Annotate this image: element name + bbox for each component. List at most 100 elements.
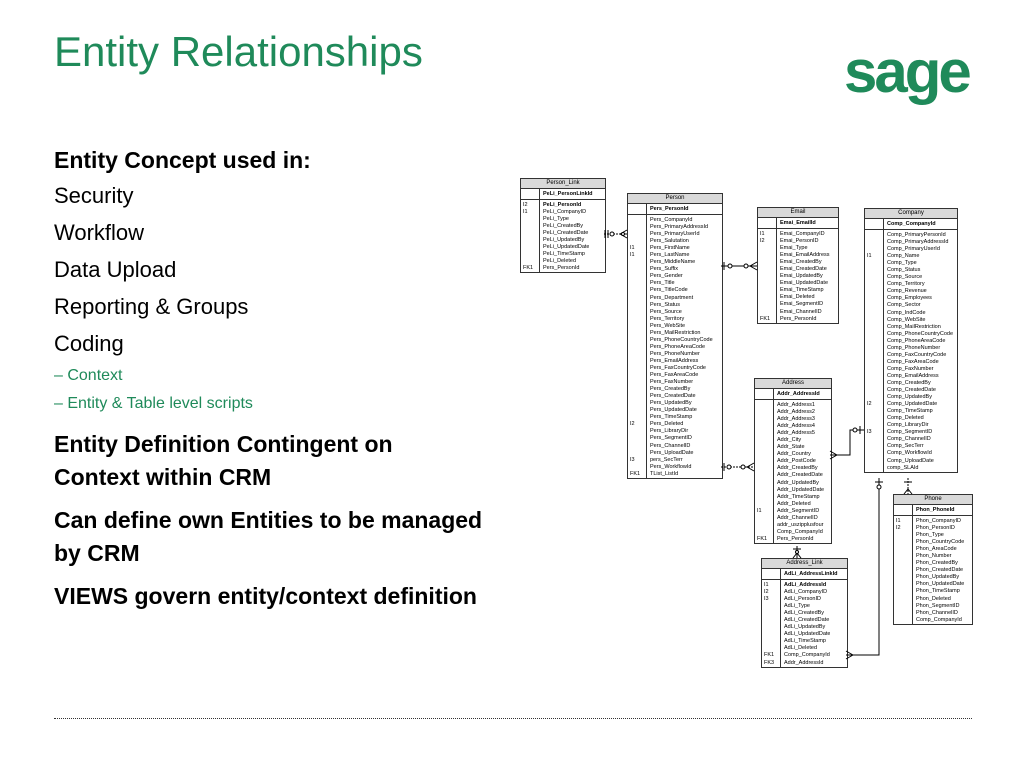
entity-field-key [628,344,646,351]
entity-field: Comp_PrimaryUserId [887,246,940,253]
entity-field-key [628,217,646,224]
entity-field: Emai_TimeStamp [780,287,824,294]
entity-field-key [865,450,883,457]
entity-field: Pers_PrimaryUserId [650,231,700,238]
entity-field: Comp_CompanyId [777,528,823,535]
entity-field: Emai_CreatedBy [780,259,822,266]
bullet-subitem-scripts-text: Entity & Table level scripts [67,395,253,412]
entity-field: Comp_Territory [887,281,925,288]
entity-field: Addr_Address3 [777,416,815,423]
entity-field: Pers_MiddleName [650,259,696,266]
entity-primary-key-row: Pers_PersonId [628,204,722,215]
entity-field: AdLi_UpdatedBy [784,624,826,631]
entity-field: Comp_FaxAreaCode [887,358,939,365]
entity-title: Company [865,209,957,219]
entity-field-key [865,352,883,359]
entity-field: Phon_Number [916,553,952,560]
entity-field-key [628,379,646,386]
entity-field: Emai_Type [780,245,808,252]
entity-field-key [762,631,780,638]
entity-field-key [894,567,912,574]
entity-field-key: FK1 [523,265,534,272]
bullet-item-reporting-groups: Reporting & Groups [54,294,249,319]
entity-field-key [755,480,773,487]
entity-field-key [521,230,539,237]
entity-field: comp_SLAId [887,464,919,471]
entity-field: Pers_PhoneNumber [650,350,700,357]
entity-field-key [865,345,883,352]
entity-field-key [628,337,646,344]
entity-field-key [894,574,912,581]
entity-field: Pers_SegmentID [650,435,692,442]
entity-field: Comp_PhoneAreaCode [887,337,946,344]
entity-primary-key: Pers_PersonId [650,206,689,212]
entity-field-key [755,522,773,529]
entity-field: AdLi_CreatedBy [784,610,825,617]
entity-field-key [628,372,646,379]
entity-field-key: I1 [630,252,635,259]
entity-field: Comp_CompanyId [784,652,830,659]
entity-field: Comp_PrimaryPersonId [887,232,946,238]
entity-field-key [865,415,883,422]
entity-field-key [762,610,780,617]
entity-field-key [894,560,912,567]
entity-field: addr_uszipplusfour [777,521,824,528]
entity-field: AdLi_Type [784,603,810,610]
entity-field: Addr_Address1 [777,402,815,408]
entity-field: Comp_Revenue [887,288,927,295]
entity-primary-key-row: Addr_AddressId [755,389,831,400]
entity-field: Pers_FaxCountryCode [650,364,706,371]
entity-field-key: I2 [867,401,872,408]
entity-field-key [628,238,646,245]
entity-field-key [628,280,646,287]
entity-field-key [521,258,539,265]
entity-field-key [755,515,773,522]
footer-divider [54,718,972,719]
entity-field-key [758,294,776,301]
entity-field-key [865,373,883,380]
entity-title: Person [628,194,722,204]
entity-field: Emai_SegmentID [780,301,824,308]
entity-field: Comp_Source [887,274,923,281]
entity-field-key [628,316,646,323]
entity-field: Pers_TimeStamp [650,414,693,421]
bullet-list: Entity Concept used in: Security Workflo… [54,144,484,613]
entity-field: PeLi_Deleted [543,258,577,265]
bullet-item-data-upload: Data Upload [54,257,177,282]
entity-field-key: FK1 [630,470,641,477]
entity-field: Addr_State [777,444,805,451]
entity-field-key [755,472,773,479]
entity-field-key [894,588,912,595]
entity-field-key: I2 [760,238,765,245]
entity-field: Comp_PrimaryAddressId [887,239,949,246]
entity-field-key [628,386,646,393]
entity-field: AdLi_TimeStamp [784,638,826,645]
bullet-item-workflow: Workflow [54,220,145,245]
bullet-item-security: Security [54,183,134,208]
entity-field: Addr_CreatedBy [777,465,818,472]
entity-field-key [894,553,912,560]
entity-field: Pers_Territory [650,315,685,322]
entity-field-key [628,302,646,309]
entity-primary-key-row: Comp_CompanyId [865,219,957,230]
entity-field-key [865,317,883,324]
entity-field-key [758,252,776,259]
entity-field: PeLi_CompanyID [543,209,587,216]
entity-title: Email [758,208,838,218]
entity-title: Person_Link [521,179,605,189]
entity-field-key [755,501,773,508]
entity-field-key [865,331,883,338]
entity-field: Addr_City [777,437,802,444]
entity-field: PeLi_CreatedDate [543,230,589,237]
